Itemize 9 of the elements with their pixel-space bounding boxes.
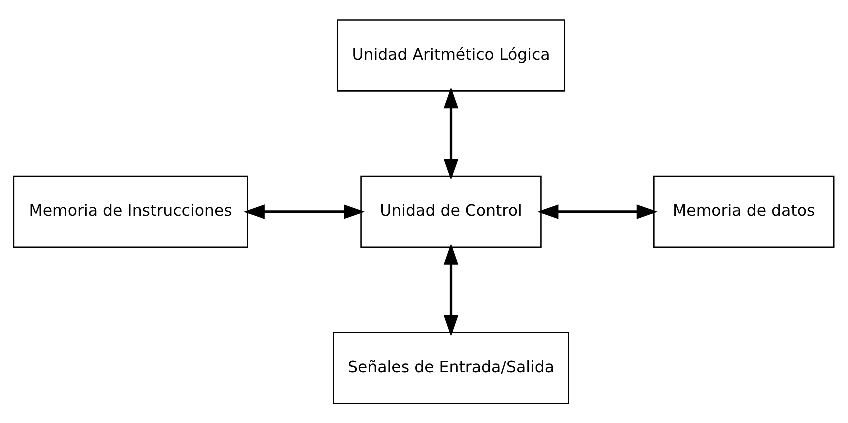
node-box: Memoria de Instrucciones — [13, 175, 248, 248]
arrow — [244, 204, 366, 219]
node-box: Unidad de Control — [360, 175, 542, 248]
arrow — [444, 243, 459, 336]
node-box: Memoria de datos — [654, 175, 835, 248]
arrow — [538, 204, 658, 219]
arrow — [444, 87, 459, 180]
node-box: Unidad Aritmético Lógica — [337, 19, 566, 92]
node-box: Señales de Entrada/Salida — [333, 332, 570, 404]
